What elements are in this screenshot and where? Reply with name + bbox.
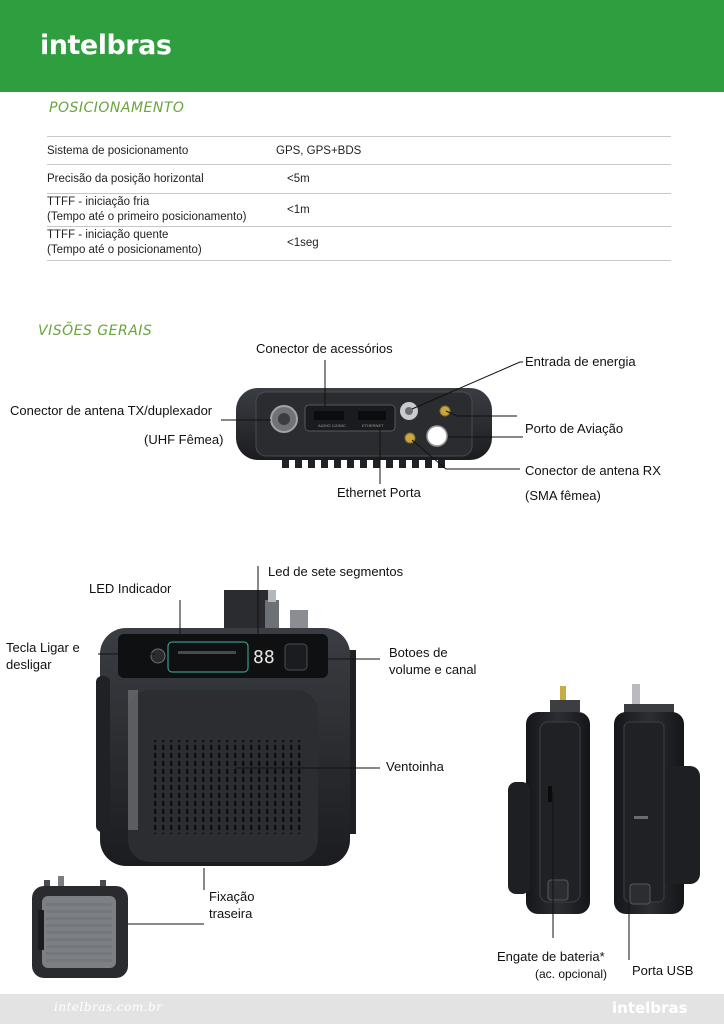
spec-label: (Tempo até o posicionamento): [47, 244, 202, 256]
page-header: intelbras: [0, 0, 724, 92]
callout-seven-segment: Led de sete segmentos: [268, 564, 404, 579]
top-view-device: AUDIO 1/2/MIC ETHERNET: [236, 388, 492, 468]
callout-aviation-port: Porto de Aviação: [525, 421, 624, 436]
footer-url: intelbras.com.br: [54, 1000, 163, 1014]
spec-label: TTFF - iniciação fria: [47, 196, 150, 208]
callout-led-indicator: LED Indicador: [89, 581, 172, 596]
spec-value: <5m: [287, 173, 310, 185]
footer-brand-logo: intelbras: [612, 999, 688, 1017]
callout-fan: Ventoinha: [386, 759, 444, 774]
page-footer: intelbras.com.br intelbras: [0, 994, 724, 1024]
callout-battery-latch: Engate de bateria*: [497, 949, 605, 964]
callout-buttons-line2: volume e canal: [389, 662, 477, 677]
callout-power-key-line2: desligar: [6, 657, 52, 672]
callout-rear-mount-line2: traseira: [209, 906, 253, 921]
spec-label: (Tempo até o primeiro posicionamento): [47, 211, 247, 223]
panel-text-ethernet: ETHERNET: [362, 423, 384, 428]
rear-view-device: [32, 876, 128, 978]
callout-tx-antenna-type: (UHF Fêmea): [144, 432, 224, 447]
spec-label: TTFF - iniciação quente: [47, 229, 169, 241]
callout-tx-antenna: Conector de antena TX/duplexador: [10, 403, 213, 418]
device-illustrations: AUDIO 1/2/MIC ETHERNET 88: [32, 360, 700, 978]
callout-rx-antenna: Conector de antena RX: [525, 463, 661, 478]
brand-logo: intelbras: [40, 30, 172, 61]
table-row: TTFF - iniciação quente (Tempo até o pos…: [47, 227, 671, 261]
spec-label: Precisão da posição horizontal: [47, 173, 204, 185]
positioning-section-title: POSICIONAMENTO: [49, 100, 185, 116]
callout-rx-antenna-type: (SMA fêmea): [525, 488, 601, 503]
callout-usb-port: Porta USB: [632, 963, 694, 978]
table-row: Sistema de posicionamento GPS, GPS+BDS: [47, 137, 671, 165]
callout-rear-mount-line1: Fixação: [209, 889, 255, 904]
callout-accessory-connector: Conector de acessórios: [256, 341, 393, 356]
callout-buttons-line1: Botoes de: [389, 645, 448, 660]
front-view-device: 88: [96, 590, 356, 866]
callout-power-input: Entrada de energia: [525, 354, 636, 369]
callout-power-key-line1: Tecla Ligar e: [6, 640, 80, 655]
spec-value: <1seg: [287, 237, 319, 249]
table-row: TTFF - iniciação fria (Tempo até o prime…: [47, 194, 671, 227]
seven-segment-display: 88: [253, 647, 275, 668]
side-view-left-device: [508, 686, 590, 914]
spec-value: GPS, GPS+BDS: [276, 145, 362, 157]
callout-battery-note: (ac. opcional): [535, 967, 608, 981]
spec-label: Sistema de posicionamento: [47, 145, 189, 157]
panel-text-audio: AUDIO 1/2/MIC: [318, 423, 346, 428]
table-row: Precisão da posição horizontal <5m: [47, 165, 671, 194]
side-view-right-device: [614, 684, 700, 914]
callout-ethernet-port: Ethernet Porta: [337, 485, 421, 500]
spec-value: <1m: [287, 204, 310, 216]
positioning-spec-table: Sistema de posicionamento GPS, GPS+BDS P…: [47, 136, 671, 261]
overview-section-title: VISÕES GERAIS: [38, 323, 153, 339]
